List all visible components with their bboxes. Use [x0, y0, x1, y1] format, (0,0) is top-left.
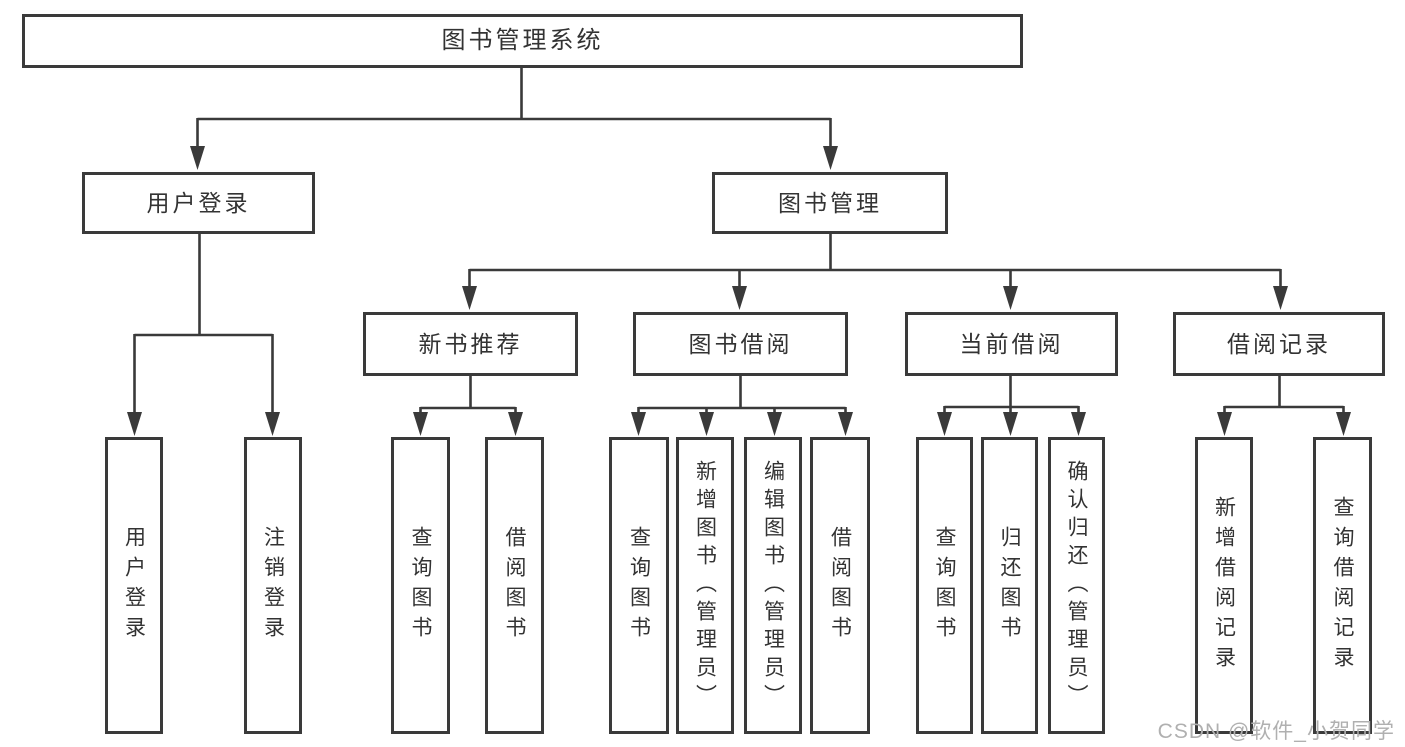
node-borrowing-records: 借阅记录: [1173, 312, 1385, 376]
connector-current-borrowing: [943, 376, 1080, 414]
arrow-icon: [190, 146, 205, 170]
leaf-query-borrow-record-label: 查询借阅记录: [1331, 495, 1354, 676]
leaf-edit-books-admin: 编辑图书（管理员）: [744, 437, 802, 734]
leaf-query-books-borrowing: 查询图书: [609, 437, 669, 734]
arrow-icon: [823, 146, 838, 170]
leaf-query-books-borrowing-label: 查询图书: [627, 525, 651, 646]
connector-user-login: [133, 233, 274, 414]
node-user-login-label: 用户登录: [146, 189, 251, 216]
leaf-confirm-return-admin-label: 确认归还（管理员）: [1065, 459, 1088, 712]
node-book-management: 图书管理: [712, 172, 948, 234]
leaf-borrow-books-borrowing: 借阅图书: [810, 437, 870, 734]
node-new-book-recommend-label: 新书推荐: [418, 330, 523, 357]
arrow-icon: [1273, 286, 1288, 310]
leaf-return-books-label: 归还图书: [998, 525, 1021, 646]
connector-root: [196, 67, 832, 148]
arrow-icon: [1003, 286, 1018, 310]
leaf-query-books-recommend: 查询图书: [391, 437, 450, 734]
connector-book-management: [468, 233, 1282, 289]
node-library-system: 图书管理系统: [22, 14, 1023, 68]
arrow-icon: [265, 412, 280, 436]
arrow-icon: [838, 412, 853, 436]
leaf-return-books: 归还图书: [981, 437, 1038, 734]
connector-new-book-recommend: [419, 374, 517, 414]
leaf-add-books-admin: 新增图书（管理员）: [676, 437, 734, 734]
leaf-user-login-label: 用户登录: [122, 525, 146, 646]
arrow-icon: [937, 412, 952, 436]
leaf-query-books-recommend-label: 查询图书: [409, 525, 432, 646]
node-book-borrowing-label: 图书借阅: [688, 330, 793, 357]
node-borrowing-records-label: 借阅记录: [1227, 330, 1331, 357]
arrow-icon: [699, 412, 714, 436]
arrow-icon: [732, 286, 747, 310]
arrow-icon: [508, 412, 523, 436]
leaf-edit-books-admin-label: 编辑图书（管理员）: [761, 459, 785, 712]
leaf-logout: 注销登录: [244, 437, 302, 734]
arrow-icon: [1071, 412, 1086, 436]
leaf-borrow-books-borrowing-label: 借阅图书: [828, 525, 852, 646]
leaf-borrow-books-recommend: 借阅图书: [485, 437, 544, 734]
arrow-icon: [413, 412, 428, 436]
csdn-watermark: CSDN @软件_小贺同学: [1157, 720, 1395, 743]
leaf-query-borrow-record: 查询借阅记录: [1313, 437, 1372, 734]
arrow-icon: [462, 286, 477, 310]
arrow-icon: [631, 412, 646, 436]
node-current-borrowing-label: 当前借阅: [959, 330, 1064, 357]
arrow-icon: [1003, 412, 1018, 436]
node-book-management-label: 图书管理: [778, 189, 882, 216]
leaf-user-login: 用户登录: [105, 437, 163, 734]
leaf-add-books-admin-label: 新增图书（管理员）: [693, 459, 717, 712]
leaf-add-borrow-record: 新增借阅记录: [1195, 437, 1253, 734]
connector-book-borrowing: [637, 374, 847, 414]
node-current-borrowing: 当前借阅: [905, 312, 1118, 376]
arrow-icon: [127, 412, 142, 436]
leaf-query-books-current-label: 查询图书: [933, 525, 956, 646]
leaf-query-books-current: 查询图书: [916, 437, 973, 734]
arrow-icon: [1217, 412, 1232, 436]
leaf-borrow-books-recommend-label: 借阅图书: [503, 525, 526, 646]
arrow-icon: [1336, 412, 1351, 436]
leaf-confirm-return-admin: 确认归还（管理员）: [1048, 437, 1105, 734]
node-book-borrowing: 图书借阅: [633, 312, 848, 376]
leaf-logout-label: 注销登录: [261, 525, 285, 646]
arrow-icon: [767, 412, 782, 436]
node-user-login: 用户登录: [82, 172, 315, 234]
leaf-add-borrow-record-label: 新增借阅记录: [1212, 495, 1236, 676]
node-new-book-recommend: 新书推荐: [363, 312, 578, 376]
node-library-system-label: 图书管理系统: [441, 27, 604, 54]
connector-borrowing-records: [1223, 374, 1345, 414]
